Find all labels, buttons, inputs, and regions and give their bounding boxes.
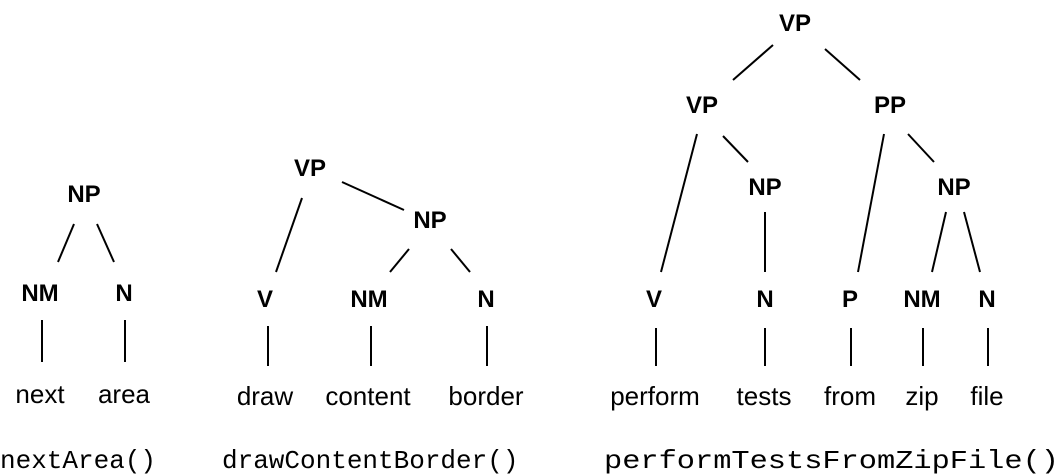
edge bbox=[450, 248, 471, 273]
word-draw: draw bbox=[237, 381, 294, 411]
node-vp-root: VP bbox=[779, 10, 811, 37]
node-n: N bbox=[115, 280, 132, 307]
word-tests: tests bbox=[737, 381, 792, 411]
edge bbox=[857, 133, 885, 273]
node-n: N bbox=[477, 286, 494, 313]
node-pp: PP bbox=[874, 92, 906, 119]
word-perform: perform bbox=[610, 381, 700, 411]
edge bbox=[907, 133, 935, 163]
node-np: NP bbox=[748, 174, 781, 201]
edge bbox=[722, 135, 749, 163]
node-vp: VP bbox=[294, 155, 326, 182]
edge bbox=[389, 248, 410, 273]
word-file: file bbox=[970, 381, 1003, 411]
identifier-draw-content-border: drawContentBorder() bbox=[222, 446, 518, 475]
word-content: content bbox=[325, 381, 411, 411]
edge bbox=[275, 197, 303, 273]
edge bbox=[931, 211, 947, 273]
node-np: NP bbox=[413, 207, 446, 234]
word-border: border bbox=[448, 381, 523, 411]
edge bbox=[963, 211, 981, 273]
word-from: from bbox=[824, 381, 876, 411]
edge bbox=[341, 181, 405, 211]
tree-perform-tests-from-zip-file: VP VP PP V NP N P NP NM N perform tests … bbox=[604, 10, 1059, 475]
identifier-perform-tests-from-zip-file: performTestsFromZipFile() bbox=[604, 446, 1059, 475]
node-n: N bbox=[756, 286, 773, 313]
identifier-next-area: nextArea() bbox=[0, 446, 156, 475]
edge bbox=[57, 223, 75, 263]
tree-draw-content-border: VP V NP NM N draw content border drawCon… bbox=[222, 155, 524, 475]
word-area: area bbox=[98, 379, 151, 409]
node-nm: NM bbox=[350, 286, 387, 313]
edge bbox=[660, 133, 698, 273]
node-p: P bbox=[842, 286, 858, 313]
node-n: N bbox=[978, 286, 995, 313]
tree-next-area: NP NM N next area nextArea() bbox=[0, 181, 156, 475]
edge bbox=[732, 44, 774, 81]
node-vp: VP bbox=[686, 92, 718, 119]
node-np: NP bbox=[67, 181, 100, 208]
edge bbox=[824, 48, 861, 81]
edge bbox=[96, 223, 115, 263]
node-v: V bbox=[646, 286, 662, 313]
node-nm: NM bbox=[903, 286, 940, 313]
word-zip: zip bbox=[905, 381, 938, 411]
node-v: V bbox=[257, 286, 273, 313]
node-np: NP bbox=[937, 174, 970, 201]
node-nm: NM bbox=[21, 280, 58, 307]
word-next: next bbox=[15, 379, 65, 409]
